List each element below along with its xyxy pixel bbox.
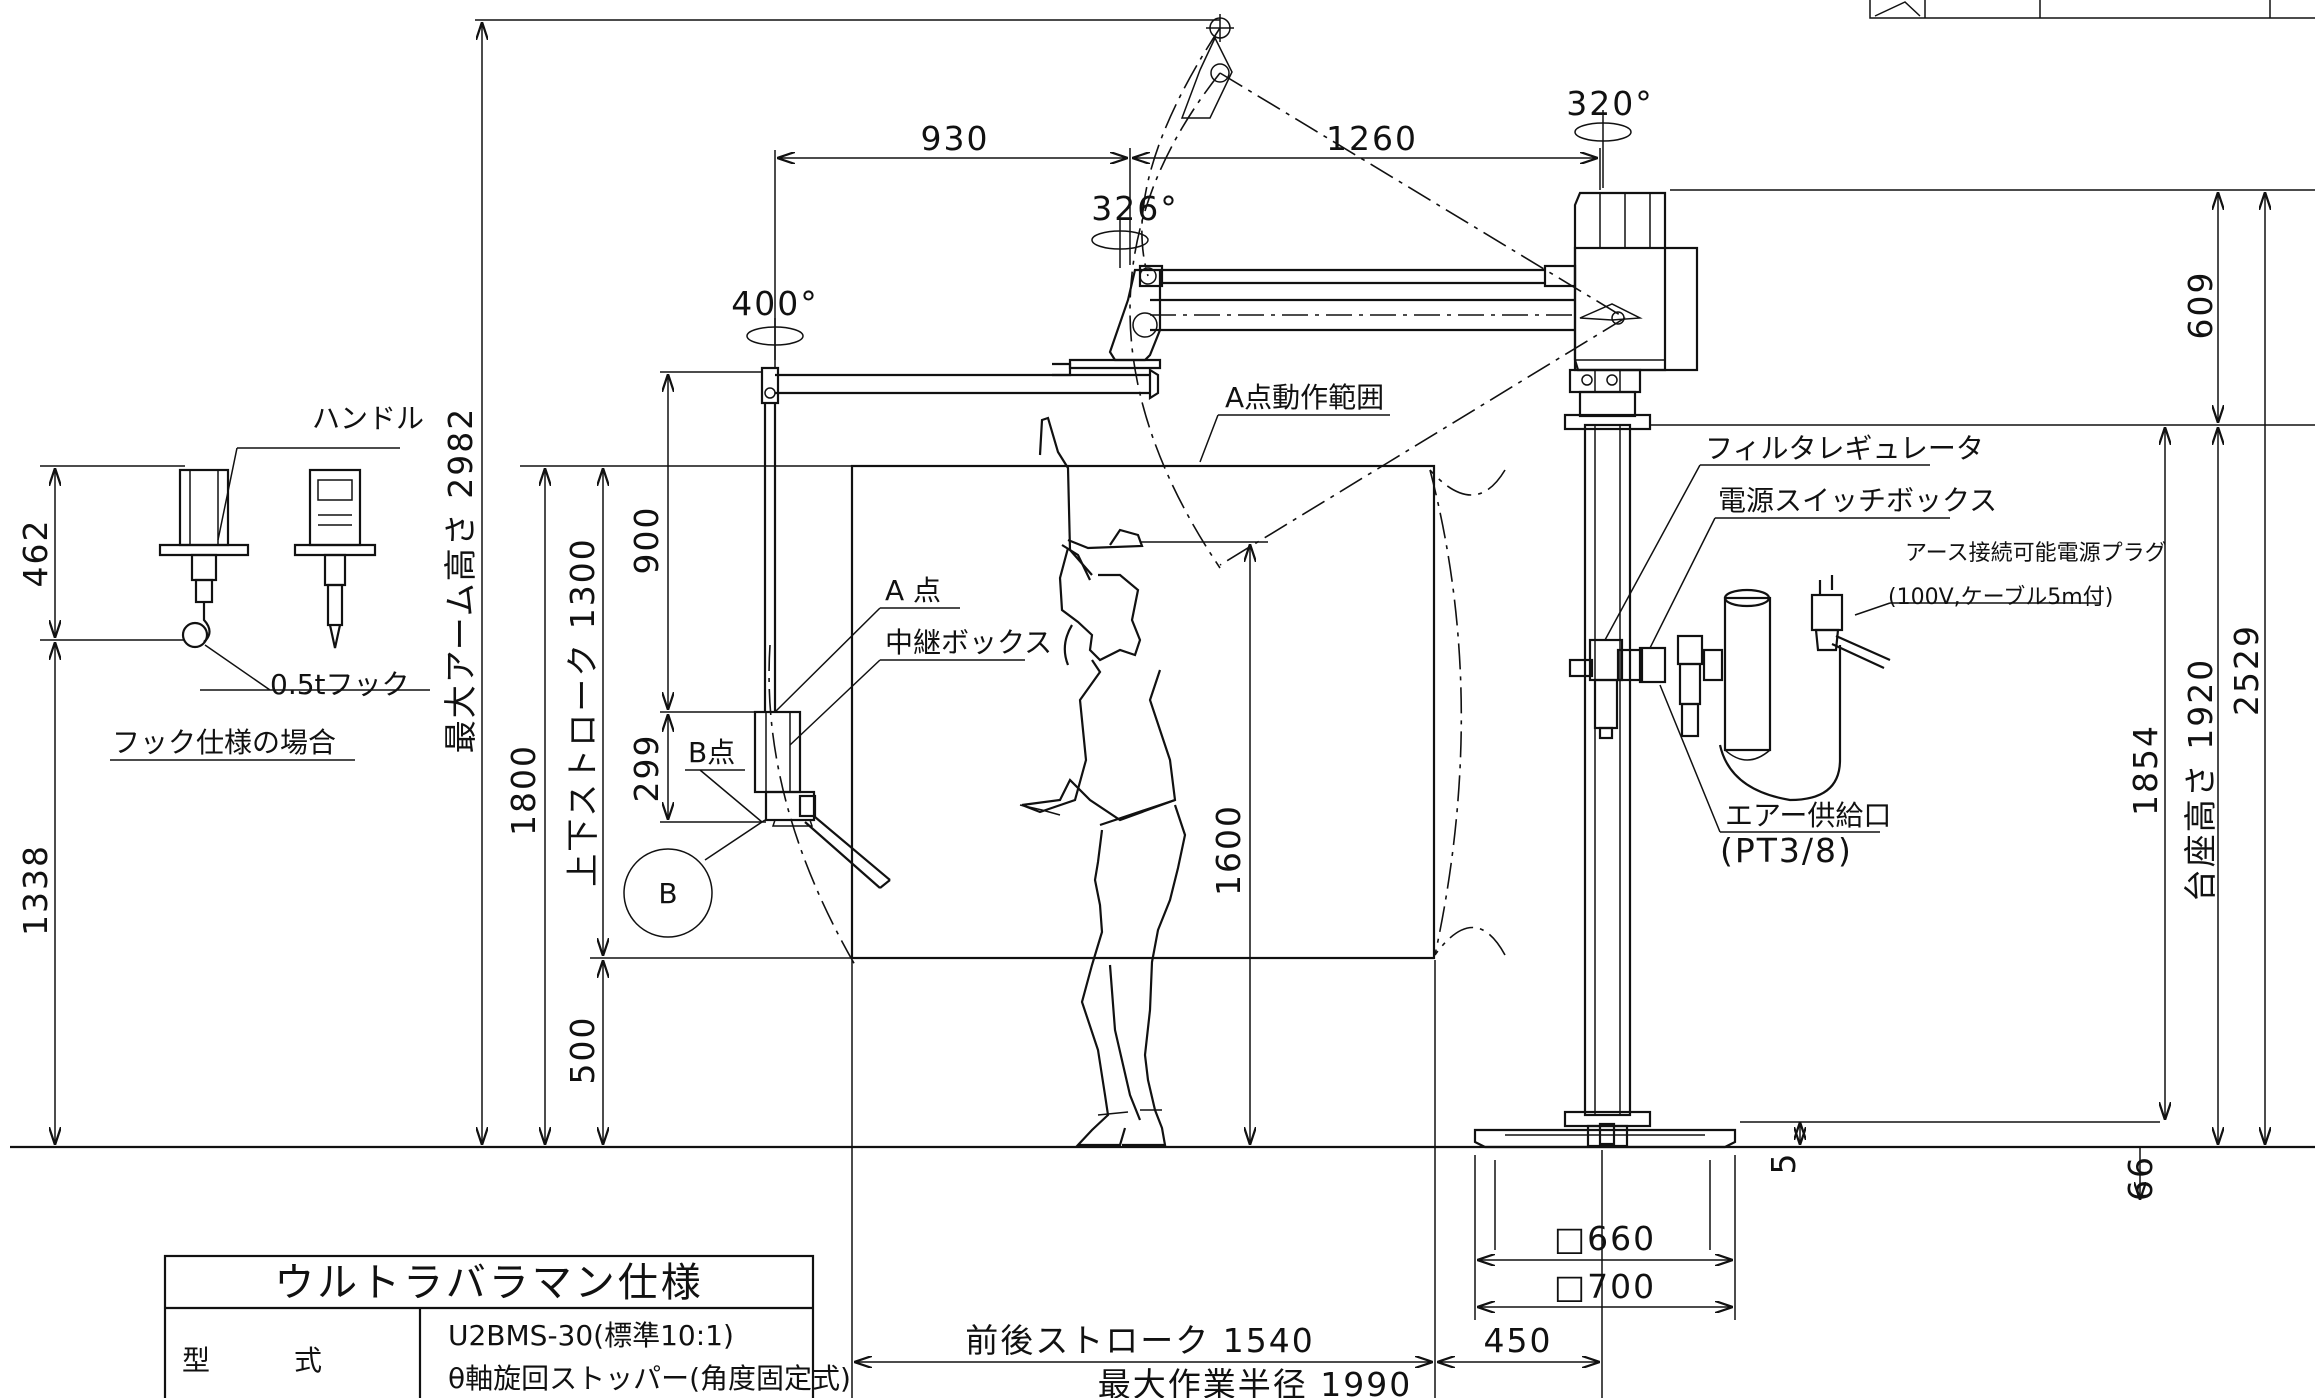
balancer-head-unit: [1568, 191, 1699, 418]
label-point-b: B点: [688, 736, 735, 769]
dim-609: 609: [2181, 271, 2220, 340]
dim-462: 462: [16, 519, 55, 588]
parallel-arm: [775, 264, 1577, 400]
dim-1260: 1260: [1326, 119, 1418, 158]
filter-regulator: [1568, 638, 1644, 740]
range-rectangle: [850, 464, 1436, 960]
pedestal-column: [1473, 413, 1737, 1149]
dim-1800: 1800: [504, 744, 543, 836]
label-air: エアー供給口: [1725, 799, 1891, 832]
label-power-box: 電源スイッチボックス: [1718, 484, 1997, 517]
leader-lines: [110, 414, 2100, 861]
dim-5: 5: [1764, 1152, 1803, 1175]
label-air-spec: (PT3/8): [1720, 831, 1853, 870]
dimension-lines: [40, 19, 2315, 1398]
hook-detail: [158, 468, 250, 649]
spec-table: [163, 1254, 815, 1398]
label-filter: フィルタレギュレータ: [1705, 432, 1984, 465]
label-plug: アース接続可能電源プラグ: [1905, 541, 2167, 566]
spec-table-title: ウルトラバラマン仕様: [274, 1260, 704, 1306]
dim-1920: 台座高さ 1920: [2181, 658, 2220, 902]
dim-500: 500: [563, 1016, 602, 1085]
detail-b-label: B: [658, 877, 677, 910]
label-hook-case: フック仕様の場合: [112, 726, 336, 759]
dim-320deg: 320°: [1566, 84, 1654, 123]
detail-b-circle: [623, 848, 713, 938]
label-relay-box: 中継ボックス: [885, 626, 1052, 659]
plug-detail: [1718, 575, 1891, 802]
dim-1990: 最大作業半径 1990: [1098, 1365, 1412, 1398]
label-point-a: A 点: [885, 574, 941, 607]
rotation-arrow-326: [1091, 220, 1149, 268]
dim-930: 930: [921, 119, 990, 158]
dim-900: 900: [627, 506, 666, 575]
motion-range-lines: [768, 27, 1626, 966]
dim-1540: 前後ストローク 1540: [965, 1321, 1314, 1360]
dim-326deg: 326°: [1091, 189, 1179, 228]
operator-figure: [1019, 416, 1187, 1147]
dim-1300: 上下ストローク 1300: [563, 537, 602, 886]
dim-299: 299: [627, 734, 666, 803]
dim-660: □660: [1554, 1219, 1656, 1258]
dim-2529: 2529: [2227, 624, 2266, 716]
power-switch-box: [1638, 634, 1724, 738]
dim-2982: 最大アーム高さ 2982: [441, 407, 480, 754]
rotation-arrow-320: [1574, 110, 1632, 188]
label-plug-spec: (100V,ケーブル5m付): [1888, 585, 2113, 610]
dim-1854: 1854: [2126, 724, 2165, 816]
spec-table-model: U2BMS-30(標準10:1): [448, 1319, 734, 1352]
label-handle: ハンドル: [312, 402, 424, 435]
dim-66: 66: [2121, 1155, 2160, 1201]
title-block-corner: [1869, 0, 2315, 19]
dim-450: 450: [1484, 1321, 1553, 1360]
dim-1338: 1338: [16, 844, 55, 936]
dim-1600: 1600: [1209, 804, 1248, 896]
spec-table-row-label: 型 式: [182, 1344, 322, 1377]
dim-700: □700: [1554, 1267, 1656, 1306]
handle-spec-detail: [293, 468, 377, 649]
top-pivot: [1180, 14, 1234, 119]
dim-400deg: 400°: [731, 284, 819, 323]
label-range-a: A点動作範囲: [1225, 381, 1384, 414]
label-hook: 0.5tフック: [270, 668, 410, 701]
handle-unit: [753, 366, 891, 889]
spec-table-option: θ軸旋回ストッパー(角度固定式): [448, 1362, 851, 1395]
